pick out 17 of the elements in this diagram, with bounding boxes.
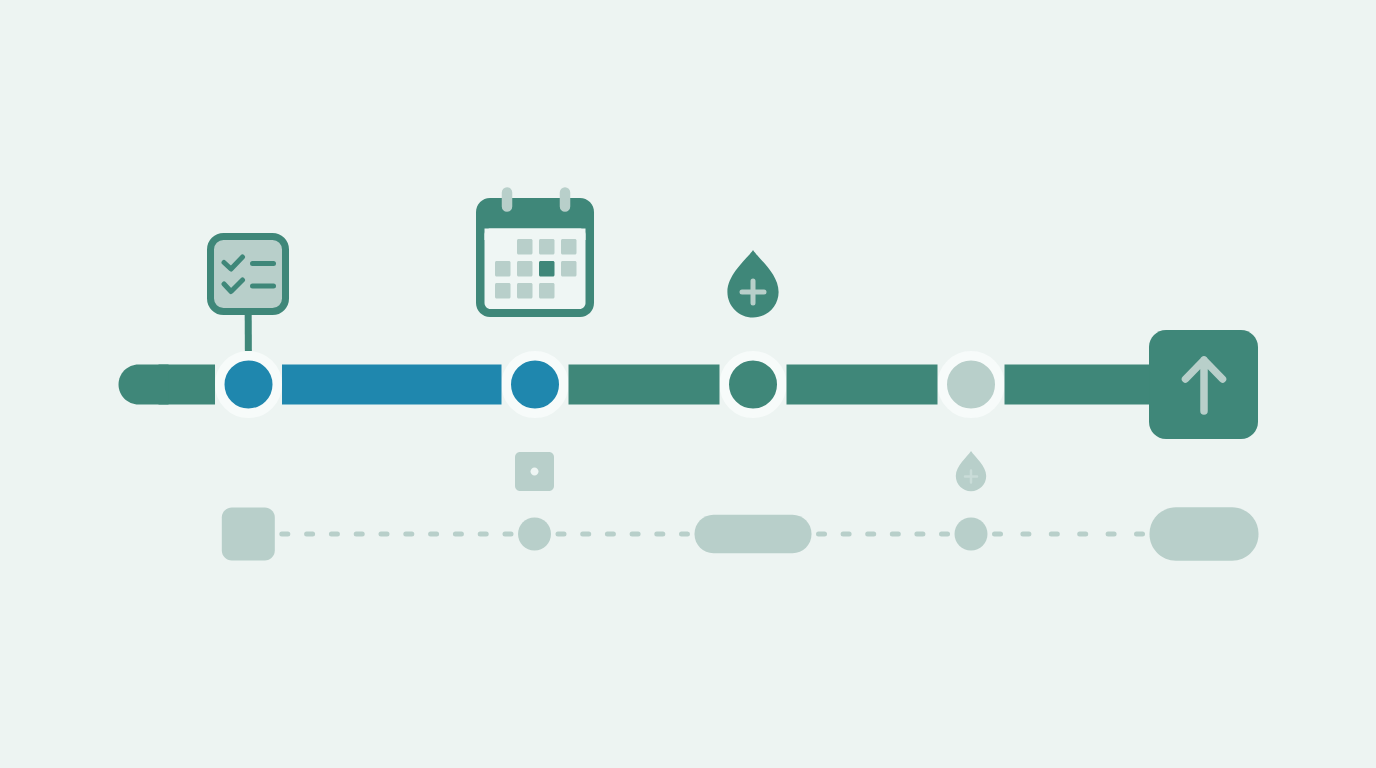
timeline-bar	[568, 364, 720, 405]
timeline-dot	[501, 351, 569, 418]
timeline-bar	[118, 364, 215, 405]
dashed-line	[992, 531, 1145, 537]
timeline-bar	[282, 364, 502, 405]
timeline-bar	[1004, 364, 1149, 405]
timeline-dot	[215, 351, 282, 418]
dashed-line	[279, 531, 514, 537]
dashed-line	[555, 531, 690, 537]
end-box	[1149, 330, 1258, 439]
dot	[954, 517, 988, 551]
timeline-bar	[786, 364, 938, 405]
dashed-line	[816, 531, 950, 537]
timeline-dot	[937, 351, 1005, 418]
checklist-icon	[207, 233, 289, 315]
dot	[518, 517, 551, 551]
timeline-dot	[719, 351, 787, 418]
